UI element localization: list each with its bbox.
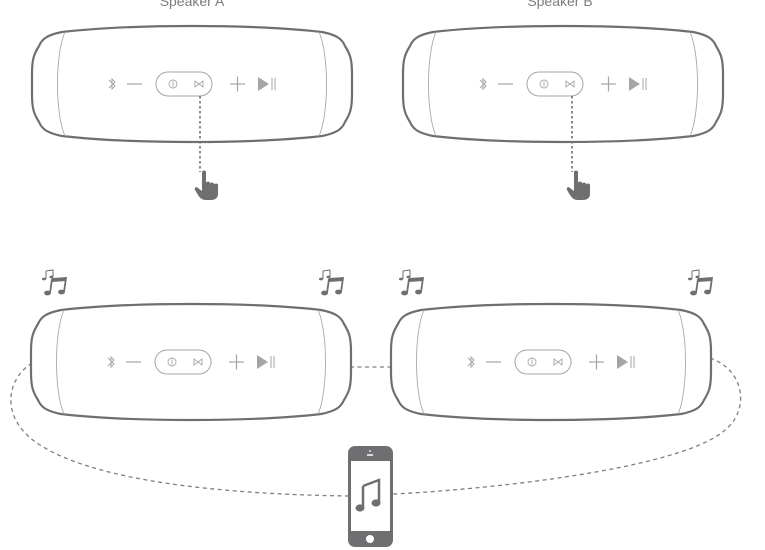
music-notes-icon	[687, 269, 713, 297]
speaker-body	[29, 302, 353, 422]
music-notes-icon	[398, 269, 424, 297]
connection-line-left	[10, 362, 350, 497]
pointing-hand-icon	[566, 170, 590, 200]
connection-line-right	[392, 357, 742, 495]
speaker-a-label: Speaker A	[159, 0, 225, 9]
music-notes-icon	[318, 269, 344, 297]
step2-speaker-left	[29, 269, 353, 422]
music-note-icon	[355, 478, 381, 512]
speaker-body	[401, 24, 725, 144]
step1-speaker-a	[30, 24, 354, 200]
speaker-body	[389, 302, 713, 422]
speaker-body	[30, 24, 354, 144]
step2-speaker-right	[389, 269, 713, 422]
speaker-b-label: Speaker B	[527, 0, 593, 9]
pointing-hand-icon	[194, 170, 218, 200]
smartphone-icon	[348, 446, 393, 547]
step1-speaker-b	[401, 24, 725, 200]
music-notes-icon	[41, 269, 67, 297]
